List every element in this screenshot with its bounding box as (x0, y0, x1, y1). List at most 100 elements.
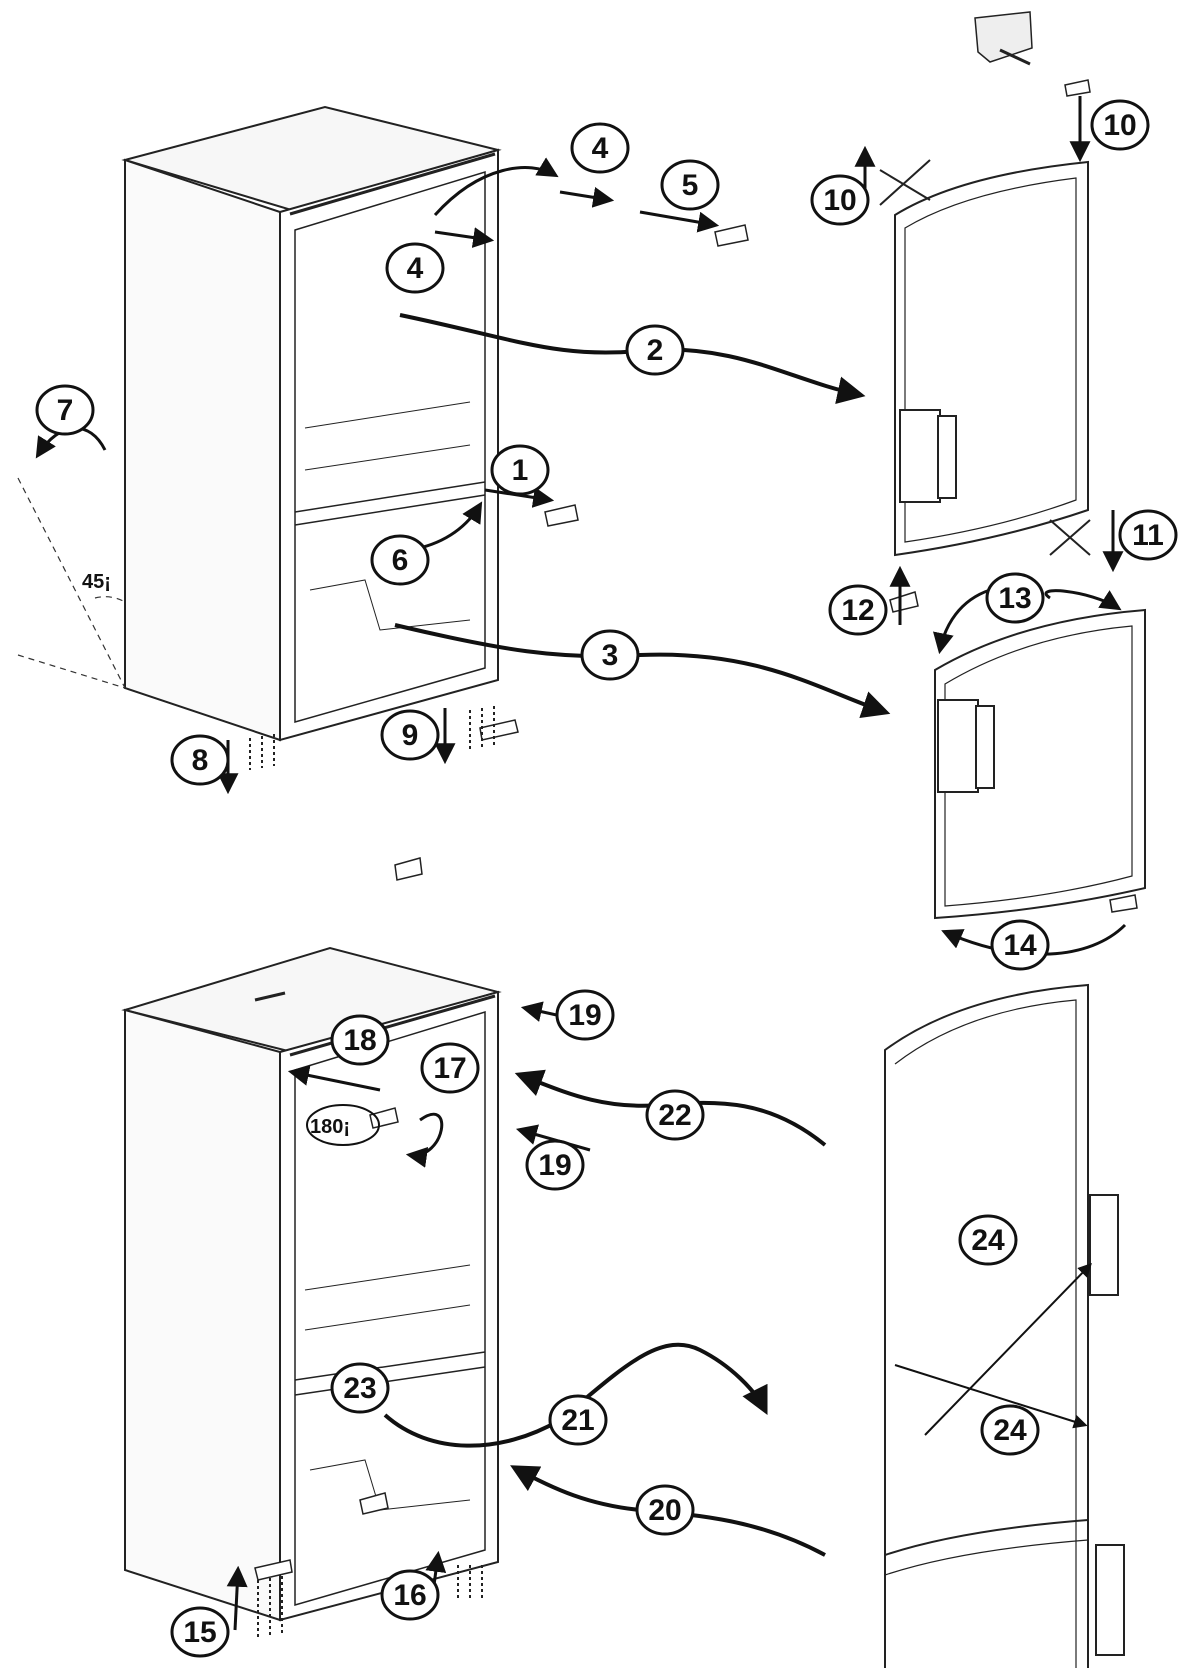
step-badge-s12: 12 (828, 584, 888, 636)
step-number: 24 (993, 1414, 1027, 1447)
parts-bag-icon (974, 11, 1033, 66)
step-number: 22 (658, 1099, 691, 1132)
step-badge-s5: 5 (660, 159, 720, 211)
step-badge-s21: 21 (548, 1394, 608, 1446)
step-badge-circle (525, 1139, 585, 1191)
freezer-door-top (894, 160, 1089, 557)
step-badge-circle (958, 1214, 1018, 1266)
step-badge-s7: 7 (35, 384, 95, 436)
step-number: 19 (568, 999, 601, 1032)
step-badge-s2: 2 (625, 324, 685, 376)
step-badge-s1: 1 (490, 444, 550, 496)
step-badge-circle (570, 122, 630, 174)
step-number: 14 (1003, 929, 1037, 962)
step-badge-circle (980, 1404, 1040, 1456)
step-badge-circle (385, 242, 445, 294)
arrow-15 (226, 1565, 248, 1631)
step-badge-s24b: 24 (980, 1404, 1040, 1456)
step-number: 8 (192, 744, 209, 777)
step-badge-circle (380, 709, 440, 761)
step-badge-circle (170, 1606, 230, 1658)
arrow-18 (287, 1065, 381, 1092)
arrow-24-down (894, 1364, 1088, 1429)
step-badge-s18: 18 (330, 1014, 390, 1066)
step-badge-circle (330, 1362, 390, 1414)
step-number: 12 (841, 594, 874, 627)
step-number: 20 (648, 1494, 681, 1527)
fridge-cabinet-top (121, 105, 502, 742)
step-badge-s17: 17 (420, 1042, 480, 1094)
arrow-4-top (559, 186, 615, 208)
step-number: 11 (1132, 519, 1164, 552)
step-number: 3 (602, 639, 619, 672)
step-number: 24 (971, 1224, 1005, 1257)
step-badge-circle (625, 324, 685, 376)
step-badge-s4a: 4 (570, 122, 630, 174)
step-badge-s23: 23 (330, 1362, 390, 1414)
hinge-part-icon (254, 224, 1138, 1581)
arrow-14 (941, 923, 1127, 956)
step-number: 2 (647, 334, 664, 367)
step-number: 6 (392, 544, 409, 577)
arrow-17 (405, 1112, 444, 1168)
step-badge-s11: 11 (1118, 509, 1178, 561)
step-number: 18 (343, 1024, 376, 1057)
step-badge-circle (635, 1484, 695, 1536)
step-badge-circle (810, 174, 870, 226)
step-number: 17 (433, 1052, 466, 1085)
step-badge-s9: 9 (380, 709, 440, 761)
arrow-4-curve (433, 157, 559, 217)
arrow-13 (1044, 589, 1122, 611)
step-badge-s4b: 4 (385, 242, 445, 294)
arrow-4-bottom (434, 227, 495, 248)
step-badge-circle (370, 534, 430, 586)
fridge-door-lower-right (884, 983, 1125, 1671)
step-number: 9 (402, 719, 419, 752)
step-number: 7 (57, 394, 74, 427)
step-badge-s10a: 10 (810, 174, 870, 226)
step-badge-circle (35, 384, 95, 436)
step-badge-s10b: 10 (1090, 99, 1150, 151)
fridge-cabinet-bottom (121, 946, 502, 1622)
step-number: 5 (682, 169, 699, 202)
step-badge-s6: 6 (370, 534, 430, 586)
step-badge-s8: 8 (170, 734, 230, 786)
step-number: 15 (183, 1616, 216, 1649)
screws-icon (249, 706, 495, 1640)
step-badge-s3: 3 (580, 629, 640, 681)
step-badge-s19b: 19 (525, 1139, 585, 1191)
fridge-door-middle (934, 608, 1146, 920)
arrow-24-up (924, 1262, 1092, 1436)
step-badge-s15: 15 (170, 1606, 230, 1658)
step-badge-s13: 13 (985, 572, 1045, 624)
step-badge-circle (660, 159, 720, 211)
arrow-13b (933, 588, 991, 655)
step-number: 16 (393, 1579, 426, 1612)
step-badge-circle (548, 1394, 608, 1446)
step-badge-circle (380, 1569, 440, 1621)
step-badge-circle (580, 629, 640, 681)
step-badge-circle (1118, 509, 1178, 561)
step-badge-circle (170, 734, 230, 786)
step-badge-s16: 16 (380, 1569, 440, 1621)
step-badge-circle (420, 1042, 480, 1094)
step-number: 1 (512, 454, 529, 487)
step-number: 21 (561, 1404, 594, 1437)
step-number: 19 (538, 1149, 571, 1182)
step-number: 4 (407, 252, 424, 285)
step-badge-s22: 22 (645, 1089, 705, 1141)
step-badge-circle (990, 919, 1050, 971)
hinge-cap-icon (1064, 79, 1091, 97)
crossed-out-icon (879, 159, 1091, 556)
step-badge-circle (1090, 99, 1150, 151)
rotate-angle-outline (306, 1104, 380, 1146)
step-number: 23 (343, 1372, 376, 1405)
step-badge-circle (330, 1014, 390, 1066)
step-badge-circle (645, 1089, 705, 1141)
step-badge-circle (985, 572, 1045, 624)
step-badge-s14: 14 (990, 919, 1050, 971)
step-badge-s20: 20 (635, 1484, 695, 1536)
